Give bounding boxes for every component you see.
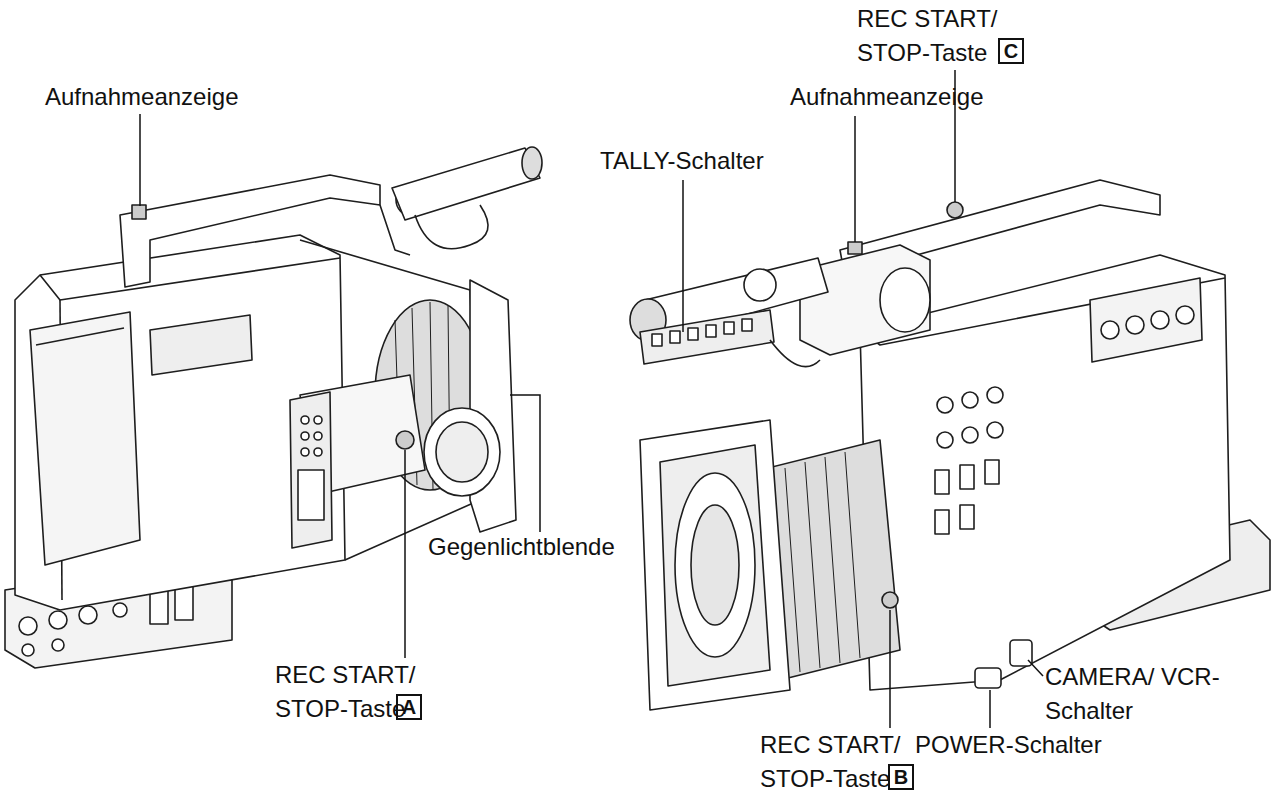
part-label: Aufnahmeanzeige (790, 80, 983, 114)
part-label: CAMERA/ VCR-Schalter (1045, 660, 1245, 728)
part-label: POWER-Schalter (915, 728, 1102, 762)
part-label: REC START/ STOP-Taste (857, 2, 1017, 70)
callout-letter: B (888, 764, 914, 790)
part-label: TALLY-Schalter (600, 144, 764, 178)
leader-lines (140, 70, 1043, 728)
part-label: Gegenlichtblende (428, 530, 615, 564)
right-camcorder (630, 180, 1270, 710)
part-label: Aufnahmeanzeige (45, 80, 238, 114)
callout-letter: C (998, 38, 1024, 64)
callout-letter: A (396, 694, 422, 720)
left-camcorder (5, 147, 542, 668)
